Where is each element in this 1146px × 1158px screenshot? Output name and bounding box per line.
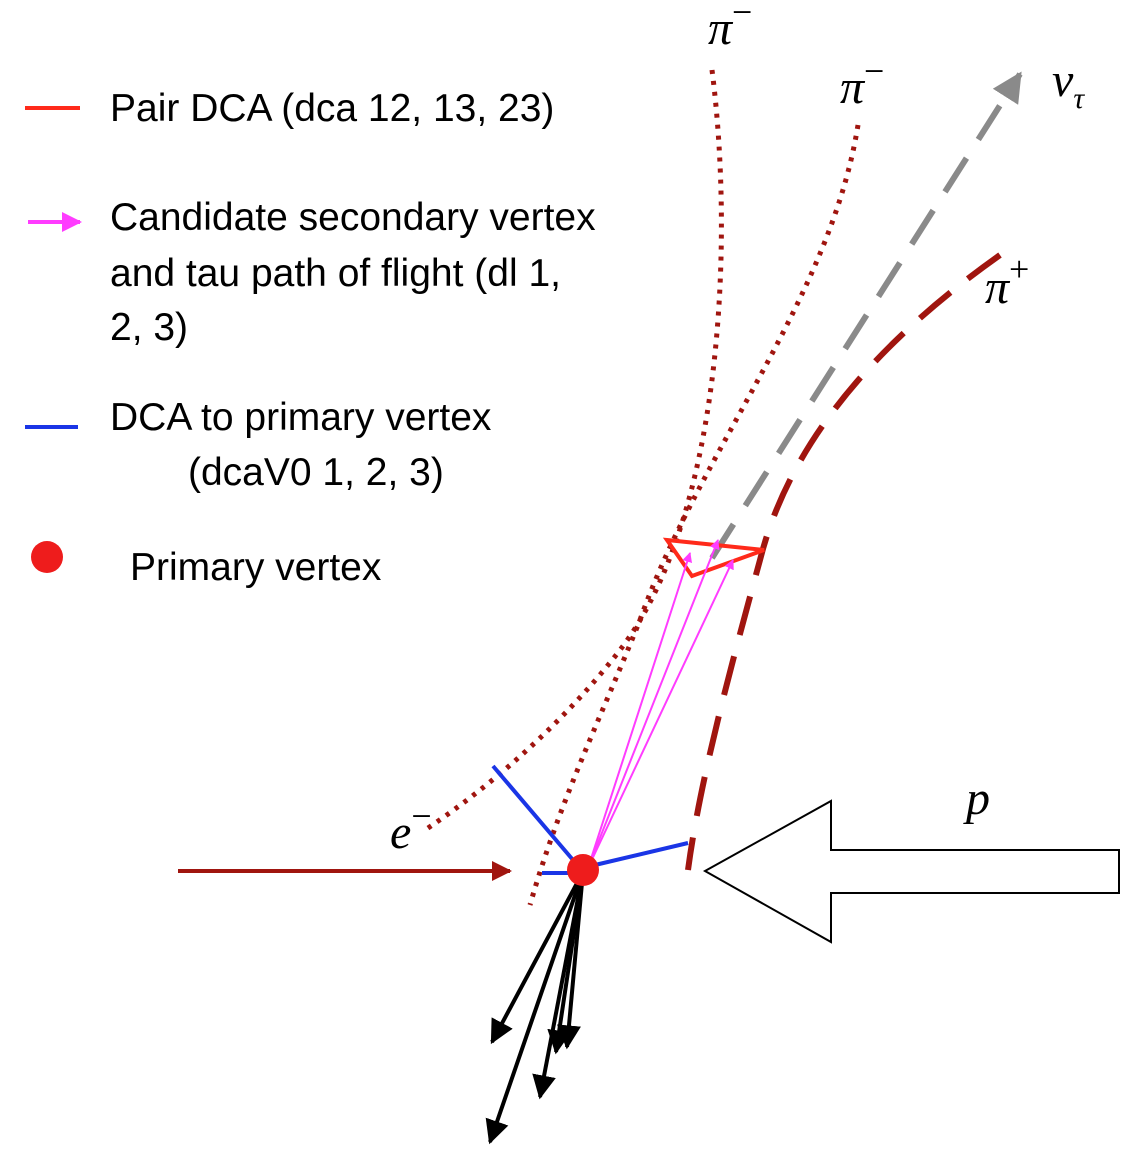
- vertex-construction: [491, 537, 765, 875]
- label-proton: p: [963, 772, 990, 825]
- hadron-arrow-2: [485, 871, 585, 1145]
- primary-vertex-label: Primary vertex: [130, 546, 382, 589]
- label-pi-minus-1-sup: −: [732, 0, 752, 32]
- label-electron-sup: −: [411, 796, 431, 836]
- flight-path-2: [587, 539, 720, 869]
- pi-minus-track-2: [527, 124, 861, 906]
- legend-item-secondary-vertex: Candidate secondary vertex and tau path …: [28, 196, 596, 349]
- label-pi-minus-2-sup: −: [864, 51, 884, 91]
- dca-primary-label-line-2: (dcaV0 1, 2, 3): [188, 451, 444, 494]
- legend-item-dca-primary: DCA to primary vertex (dcaV0 1, 2, 3): [25, 396, 492, 494]
- hadron-arrow-5: [557, 871, 585, 1050]
- hadronic-final-state: [485, 871, 585, 1145]
- beams: [178, 799, 1120, 944]
- pair-dca-label: Pair DCA (dca 12, 13, 23): [110, 87, 554, 130]
- legend: Pair DCA (dca 12, 13, 23) Candidate seco…: [25, 87, 596, 589]
- hadron-arrow-1: [490, 871, 585, 1045]
- label-pi-plus-symbol: π: [985, 261, 1011, 314]
- label-pi-minus-2-symbol: π: [840, 61, 866, 114]
- label-pi-minus-2: π−: [840, 51, 884, 114]
- secondary-vertex-label-line-1: Candidate secondary vertex: [110, 196, 596, 239]
- label-nu-tau-sub: τ: [1073, 82, 1085, 115]
- label-pi-plus: π+: [985, 249, 1029, 314]
- legend-item-pair-dca: Pair DCA (dca 12, 13, 23): [25, 87, 554, 130]
- primary-vertex: [567, 854, 599, 886]
- legend-item-primary-vertex: Primary vertex: [31, 541, 382, 589]
- label-pi-minus-1-symbol: π: [708, 2, 734, 55]
- flight-path-3: [587, 559, 734, 869]
- particle-labels: π− π− ντ π+ e− p: [390, 0, 1085, 859]
- dca-primary-line-3: [594, 841, 689, 867]
- label-pi-plus-sup: +: [1009, 249, 1029, 289]
- proton-beam-arrow: [702, 799, 1120, 944]
- secondary-vertex-label-line-2: and tau path of flight (dl 1,: [110, 252, 561, 295]
- label-electron: e−: [390, 796, 432, 859]
- label-nu-tau-symbol: ν: [1052, 54, 1074, 107]
- nu-tau-track: [709, 71, 1023, 560]
- label-nu-tau: ντ: [1052, 54, 1085, 115]
- label-pi-minus-1: π−: [708, 0, 752, 55]
- dca-primary-label-line-1: DCA to primary vertex: [110, 396, 492, 439]
- label-electron-symbol: e: [390, 806, 411, 859]
- flight-path-1: [587, 552, 692, 869]
- secondary-vertex-label-line-3: 2, 3): [110, 306, 188, 349]
- primary-vertex-swatch: [31, 541, 63, 573]
- pi-minus-track-1: [423, 69, 724, 833]
- dca-primary-line-1: [491, 764, 575, 862]
